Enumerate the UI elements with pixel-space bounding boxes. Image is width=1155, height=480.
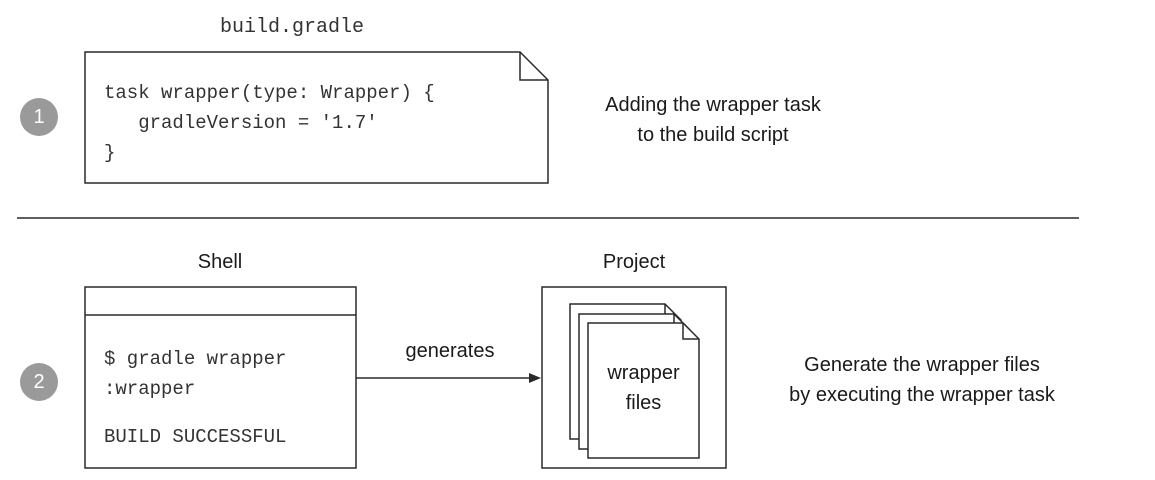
caption-line: Generate the wrapper files [804, 354, 1040, 376]
document-fold [519, 52, 548, 81]
build-gradle-document [84, 51, 549, 184]
shell-line [104, 404, 286, 422]
step-2-caption: Generate the wrapper files by executing … [752, 350, 1092, 410]
files-label-line: wrapper [607, 362, 680, 384]
shell-window [84, 286, 357, 469]
code-line: task wrapper(type: Wrapper) { [104, 82, 435, 104]
wrapper-files-label: wrapper files [588, 358, 699, 418]
caption-line: by executing the wrapper task [789, 384, 1055, 406]
project-title: Project [602, 251, 666, 273]
shell-line: $ gradle wrapper [104, 348, 287, 370]
step-1-caption: Adding the wrapper task to the build scr… [563, 90, 863, 150]
wrapper-files-stack [569, 303, 700, 459]
file-name-label: build.gradle [220, 16, 365, 39]
build-script-code: task wrapper(type: Wrapper) { gradleVers… [104, 78, 435, 168]
shell-line: :wrapper [104, 378, 196, 400]
generates-arrow-head [529, 373, 541, 383]
step-1-badge: 1 [20, 98, 58, 136]
caption-line: to the build script [637, 124, 789, 146]
caption-line: Adding the wrapper task [605, 94, 821, 116]
step-2-badge: 2 [20, 363, 58, 401]
shell-line: BUILD SUCCESSFUL [104, 426, 287, 448]
code-line: } [104, 142, 116, 164]
shell-title: Shell [197, 251, 243, 273]
files-label-line: files [625, 392, 662, 414]
shell-output: $ gradle wrapper :wrapper BUILD SUCCESSF… [104, 344, 286, 452]
code-line: gradleVersion = '1.7' [104, 112, 378, 134]
generates-label: generates [405, 340, 495, 362]
